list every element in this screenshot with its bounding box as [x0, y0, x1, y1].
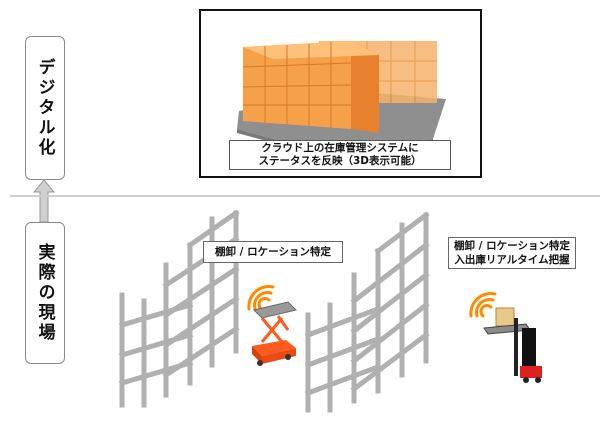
horizontal-divider [10, 195, 600, 197]
right-shelving [304, 211, 430, 413]
3d-shelf-view [237, 41, 446, 153]
digitalization-text: デジタル化 [34, 58, 55, 158]
wireless-signal-icon [247, 285, 275, 311]
lift-robot [252, 301, 297, 366]
screen-caption-line1: クラウド上の在庫管理システムに [261, 142, 419, 154]
front-rack [242, 41, 379, 133]
forklift [483, 307, 542, 383]
screen-caption-line2: ステータスを反映（3D表示可能） [258, 155, 422, 167]
callout-right-line1: 棚卸 / ロケーション特定 [454, 240, 570, 252]
inventory-system-screen [199, 9, 482, 178]
real-site-text: 実際の現場 [34, 243, 55, 343]
screen-caption: クラウド上の在庫管理システムに ステータスを反映（3D表示可能） [229, 140, 451, 170]
callout-right-line2: 入出庫リアルタイム把握 [454, 254, 570, 266]
callout-left-text: 棚卸 / ロケーション特定 [215, 246, 331, 258]
up-arrow-icon [33, 179, 55, 223]
callout-left: 棚卸 / ロケーション特定 [203, 241, 343, 263]
digitalization-label: デジタル化 [25, 36, 65, 180]
callout-right: 棚卸 / ロケーション特定 入出庫リアルタイム把握 [448, 237, 576, 269]
wireless-signal-icon [469, 292, 497, 318]
left-shelving [118, 209, 240, 408]
real-site-label: 実際の現場 [25, 222, 65, 364]
